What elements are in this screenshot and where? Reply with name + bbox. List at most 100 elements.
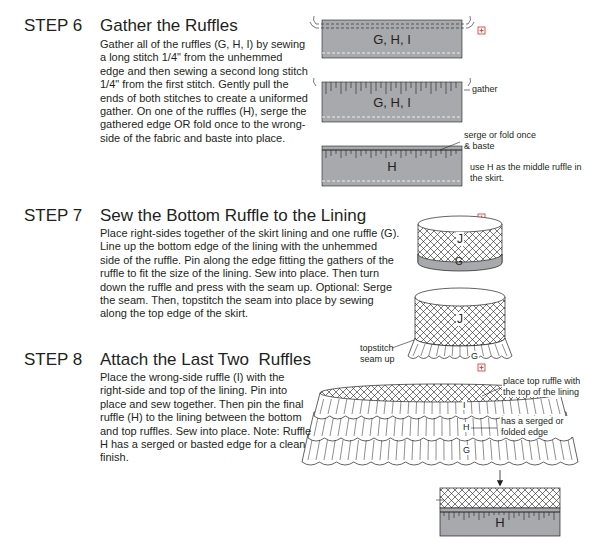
- gather-stroke: [545, 440, 548, 460]
- callout-text: use H as the middle ruffle in the skirt.: [470, 162, 582, 183]
- gather-stroke: [553, 440, 556, 460]
- lining-with-ruffle: [408, 288, 512, 359]
- ruffle-panel: H: [440, 508, 560, 536]
- gather-stroke: [481, 344, 484, 356]
- gather-stroke: [529, 440, 532, 460]
- gather-stroke: [376, 150, 377, 156]
- gather-stroke: [483, 440, 484, 460]
- gather-stroke: [308, 440, 312, 460]
- gather-stroke: [469, 512, 470, 518]
- gather-stroke: [418, 418, 420, 436]
- gather-stroke: [456, 150, 457, 154]
- gather-stroke: [509, 512, 510, 520]
- piece-letter: G, H, I: [370, 32, 414, 47]
- gather-stroke: [544, 512, 545, 518]
- gather-stroke: [459, 440, 461, 460]
- step-text: Gather all of the ruffles (G, H, I) by s…: [100, 38, 308, 145]
- callout-text: has a serged or folded edge: [500, 416, 586, 437]
- gather-stroke: [510, 399, 512, 414]
- gather-stroke: [396, 440, 397, 460]
- step-text: Place right-sides together of the skirt …: [100, 227, 400, 321]
- gather-stroke: [479, 512, 480, 520]
- callout-text: gather: [472, 84, 498, 95]
- gather-stroke: [454, 512, 455, 518]
- gather-stroke: [475, 440, 476, 460]
- piece-letter: J: [456, 232, 464, 246]
- step-title: Sew the Bottom Ruffle to the Lining: [100, 206, 366, 226]
- piece-letter: G: [470, 351, 479, 361]
- piece-letter: H: [384, 159, 399, 174]
- gather-stroke: [473, 418, 474, 436]
- gather-stroke: [346, 150, 347, 156]
- ruffle-panel: H: [322, 146, 462, 186]
- piece-letter: I: [462, 400, 467, 410]
- gather-stroke: [356, 82, 357, 94]
- step-number: STEP 7: [24, 206, 82, 226]
- gather-stroke: [364, 440, 366, 460]
- gather-stroke: [436, 344, 439, 356]
- callout-text: serge or fold once & baste: [464, 130, 540, 151]
- gather-stroke: [356, 440, 359, 460]
- gather-stroke: [396, 82, 397, 88]
- gather-stroke: [351, 82, 352, 88]
- gather-stroke: [391, 82, 392, 91]
- gather-stroke: [326, 150, 327, 158]
- gather-stroke: [441, 82, 442, 88]
- gather-stroke: [496, 418, 498, 436]
- gather-stroke: [376, 399, 378, 414]
- step-title: Gather the Ruffles: [100, 16, 238, 36]
- gather-stroke: [322, 418, 326, 436]
- gather-stroke: [529, 512, 530, 518]
- gather-stroke: [378, 418, 380, 436]
- gather-stroke: [521, 440, 524, 460]
- gather-stroke: [431, 150, 432, 158]
- gather-stroke: [381, 82, 382, 88]
- gather-stroke: [344, 399, 347, 414]
- gather-stroke: [368, 399, 370, 414]
- gather-stroke: [316, 440, 320, 460]
- gather-stroke: [434, 418, 435, 436]
- gather-stroke: [386, 82, 387, 94]
- ruffle-panel: G, H, I: [322, 82, 462, 122]
- gather-stroke: [406, 82, 407, 91]
- gather-stroke: [386, 150, 387, 158]
- gather-stroke: [441, 418, 442, 436]
- gather-stroke: [495, 344, 499, 356]
- callout-text: place top ruffle with the top of the lin…: [502, 376, 590, 397]
- gather-stroke: [376, 82, 377, 91]
- gather-stroke: [444, 512, 445, 516]
- callout-text: topstitch seam up: [360, 343, 404, 364]
- gather-stroke: [460, 344, 461, 356]
- gather-stroke: [401, 150, 402, 158]
- gather-stroke: [331, 82, 332, 91]
- gather-stroke: [436, 82, 437, 91]
- gather-stroke: [498, 440, 500, 460]
- gather-stroke: [330, 418, 333, 436]
- step-number: STEP 8: [24, 350, 82, 370]
- gather-stroke: [457, 418, 459, 436]
- gather-stroke: [490, 440, 492, 460]
- gather-stroke: [370, 418, 372, 436]
- gather-stroke: [514, 440, 516, 460]
- gather-stroke: [386, 418, 388, 436]
- gather-stroke: [401, 82, 402, 94]
- leader-line: [470, 428, 497, 429]
- gather-stroke: [474, 512, 475, 516]
- gather-stroke: [354, 418, 357, 436]
- gather-stroke: [356, 150, 357, 158]
- gather-stroke: [346, 418, 349, 436]
- gather-stroke: [406, 150, 407, 156]
- gather-stroke: [336, 82, 337, 88]
- gather-stroke: [341, 82, 342, 94]
- gather-stroke: [351, 150, 352, 154]
- gather-stroke: [338, 418, 341, 436]
- gather-stroke: [514, 512, 515, 518]
- gather-stroke: [328, 399, 331, 414]
- gather-stroke: [554, 512, 555, 520]
- step-title: Attach the Last Two Ruffles: [100, 350, 311, 370]
- piece-letter: H: [492, 515, 507, 530]
- piece-letter: G: [462, 445, 471, 455]
- gather-stroke: [436, 150, 437, 156]
- gather-stroke: [556, 399, 560, 414]
- gather-stroke: [416, 82, 417, 94]
